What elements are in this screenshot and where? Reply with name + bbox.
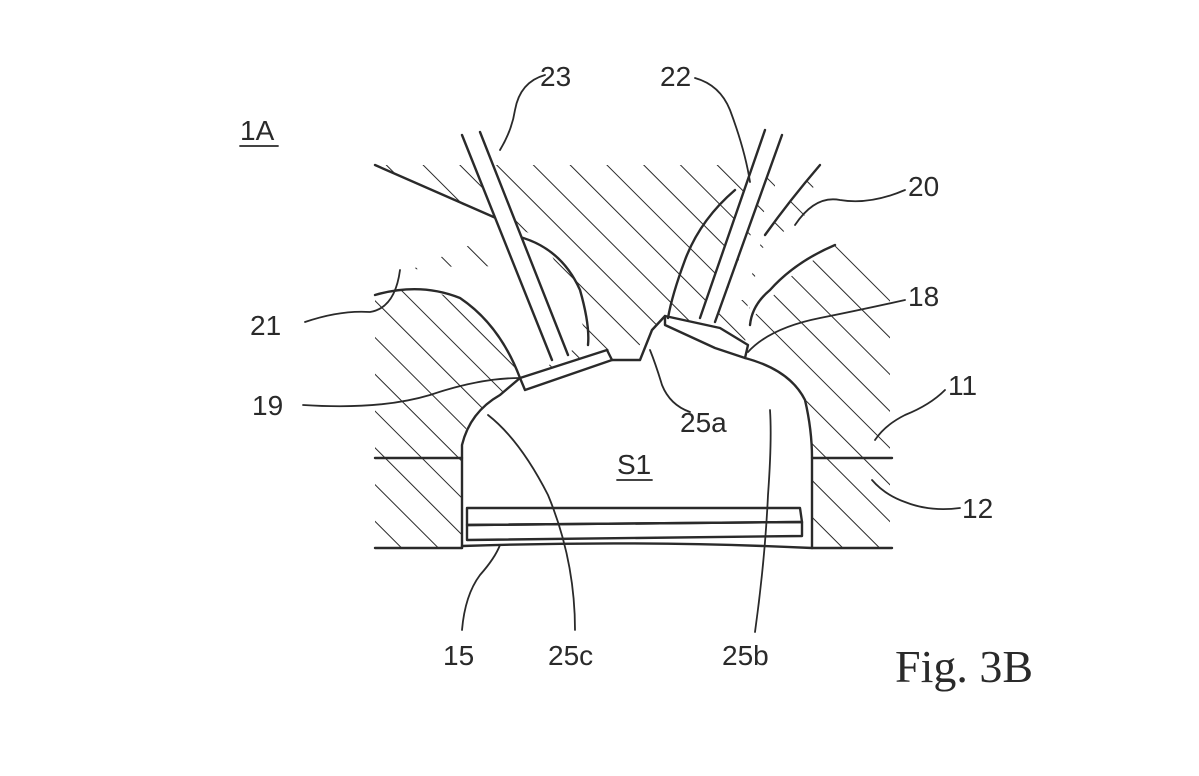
intake-upper-channel (375, 165, 585, 352)
head-top-left-line (373, 163, 507, 224)
exhaust-port (725, 165, 820, 300)
label-19: 19 (252, 390, 283, 421)
intake-valve-stem (460, 133, 554, 362)
label-25c: 25c (548, 640, 593, 671)
exhaust-curve-lower (748, 243, 837, 327)
label-22: 22 (660, 61, 691, 92)
label-25a: 25a (680, 407, 727, 438)
label-18: 18 (908, 281, 939, 312)
cylinder-block-hatch-right (812, 458, 890, 548)
label-20: 20 (908, 171, 939, 202)
leader-20 (794, 189, 906, 226)
chamber-roof-center (610, 314, 667, 362)
leader-15 (461, 544, 501, 631)
label-25b: 25b (722, 640, 769, 671)
leader-21 (304, 269, 401, 323)
leader-19 (302, 377, 521, 408)
figure-caption: Fig. 3B (895, 641, 1033, 692)
piston-ring (465, 520, 804, 542)
leader-23 (499, 74, 546, 151)
leader-25c (487, 414, 576, 631)
label-21: 21 (250, 310, 281, 341)
chamber-outline (460, 376, 522, 550)
label-1A: 1A (240, 115, 275, 146)
label-S1: S1 (617, 449, 651, 480)
intake-valve-seat-curve (510, 233, 590, 347)
leader-11 (874, 389, 946, 441)
exhaust-inner-curve (666, 188, 737, 320)
combustion-chamber (462, 315, 812, 548)
exhaust-port-lower (748, 244, 835, 318)
cylinder-block-hatch (375, 458, 462, 548)
leader-25a (649, 349, 691, 413)
label-11: 11 (948, 370, 977, 401)
exhaust-curve-right (763, 163, 822, 237)
leader-25b (754, 409, 772, 633)
exhaust-valve-stem (698, 128, 767, 320)
exhaust-valve-stem-2 (713, 133, 784, 324)
leader-18 (747, 299, 906, 353)
intake-valve-stem-fill (462, 132, 568, 360)
leader-22 (694, 77, 751, 183)
chamber-right-wall (743, 356, 814, 550)
label-12: 12 (962, 493, 993, 524)
piston-bottom-edge (460, 542, 814, 550)
label-23: 23 (540, 61, 571, 92)
intake-valve-stem-2 (478, 130, 570, 357)
label-15: 15 (443, 640, 474, 671)
exhaust-valve-stem-fill (700, 130, 782, 322)
intake-port-curve (373, 288, 522, 380)
leader-12 (871, 479, 961, 511)
